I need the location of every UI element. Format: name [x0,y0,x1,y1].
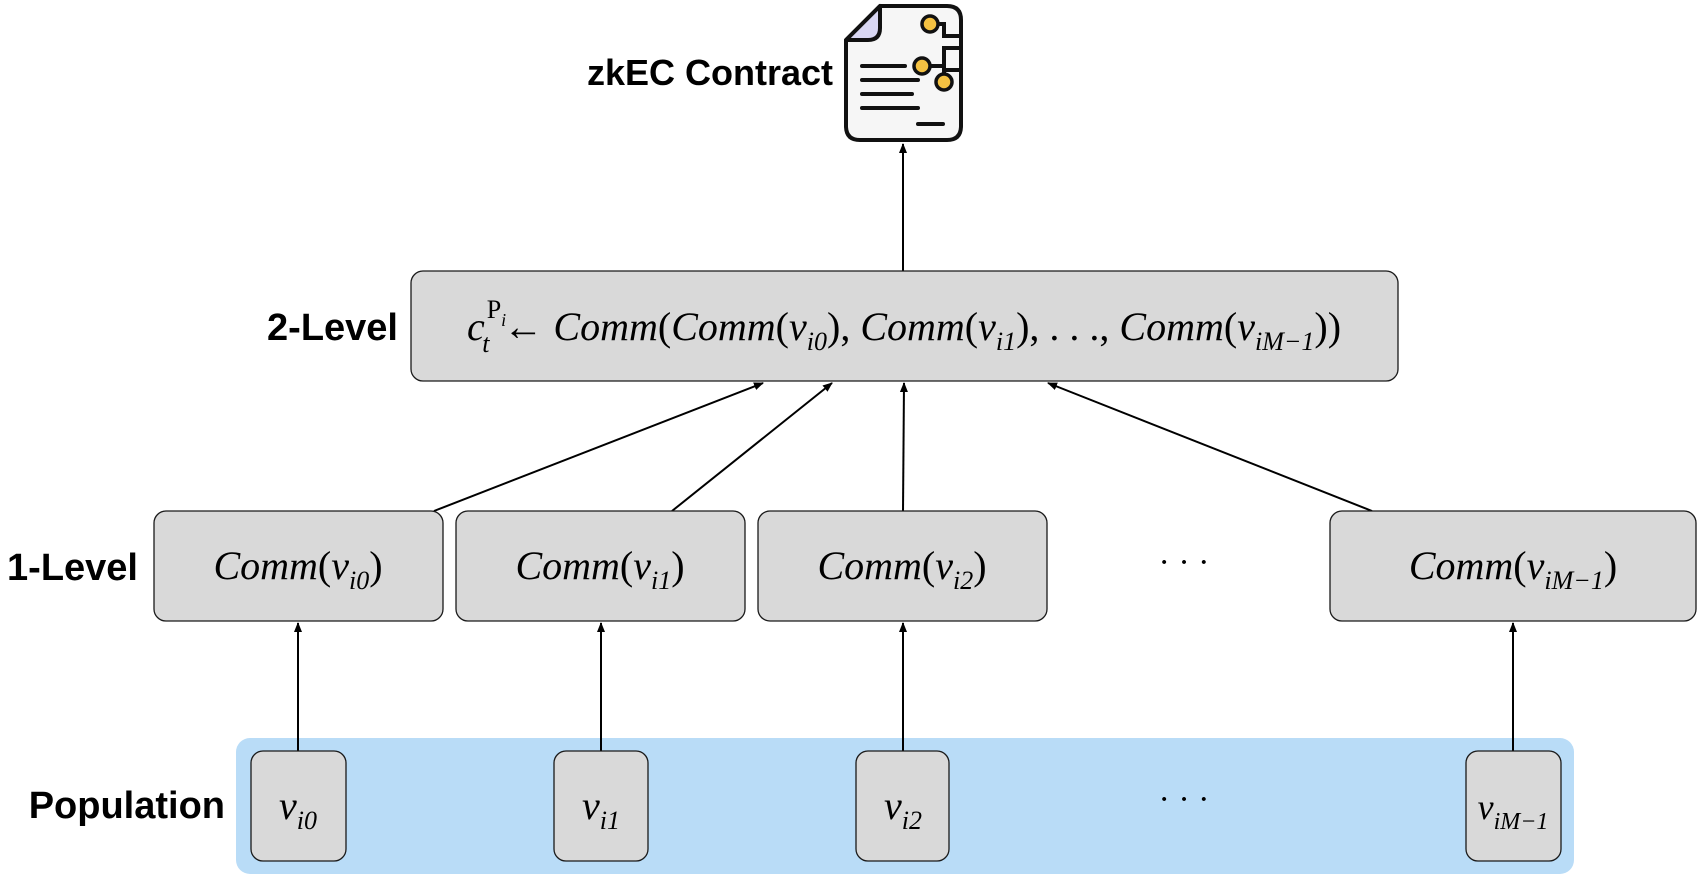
level1-text-0: Comm(vi0) [213,543,382,595]
level-label-1: 1-Level [7,547,138,589]
level1-text-1: Comm(vi1) [515,543,684,595]
population-box-3 [1465,750,1562,862]
edge-level1-1-to-level2 [671,382,833,512]
level-label-population: Population [29,785,225,827]
level1-text-2: Comm(vi2) [817,543,986,595]
population-box-1 [553,750,649,862]
edge-level1-3-to-level2 [1047,382,1373,512]
population-text-0: vi0 [279,783,317,835]
level1-box-3 [1329,510,1697,622]
level2-box [410,270,1399,382]
population-box-2 [855,750,950,862]
contract-document-icon [844,4,963,142]
level1-box-0 [153,510,444,622]
contract-title: zkEC Contract [587,52,833,93]
population-ellipsis: · · · [1159,781,1210,818]
level1-ellipsis: · · · [1159,544,1210,581]
level1-box-1 [455,510,746,622]
level1-box-2 [757,510,1048,622]
population-box-0 [250,750,347,862]
level-label-2: 2-Level [267,307,398,349]
edge-level1-2-to-level2 [899,382,908,512]
level1-text-3: Comm(viM−1) [1409,543,1617,595]
population-text-3: viM−1 [1478,787,1549,835]
population-text-1: vi1 [582,783,620,835]
population-text-2: vi2 [884,783,922,835]
edge-level1-0-to-level2 [433,382,764,512]
